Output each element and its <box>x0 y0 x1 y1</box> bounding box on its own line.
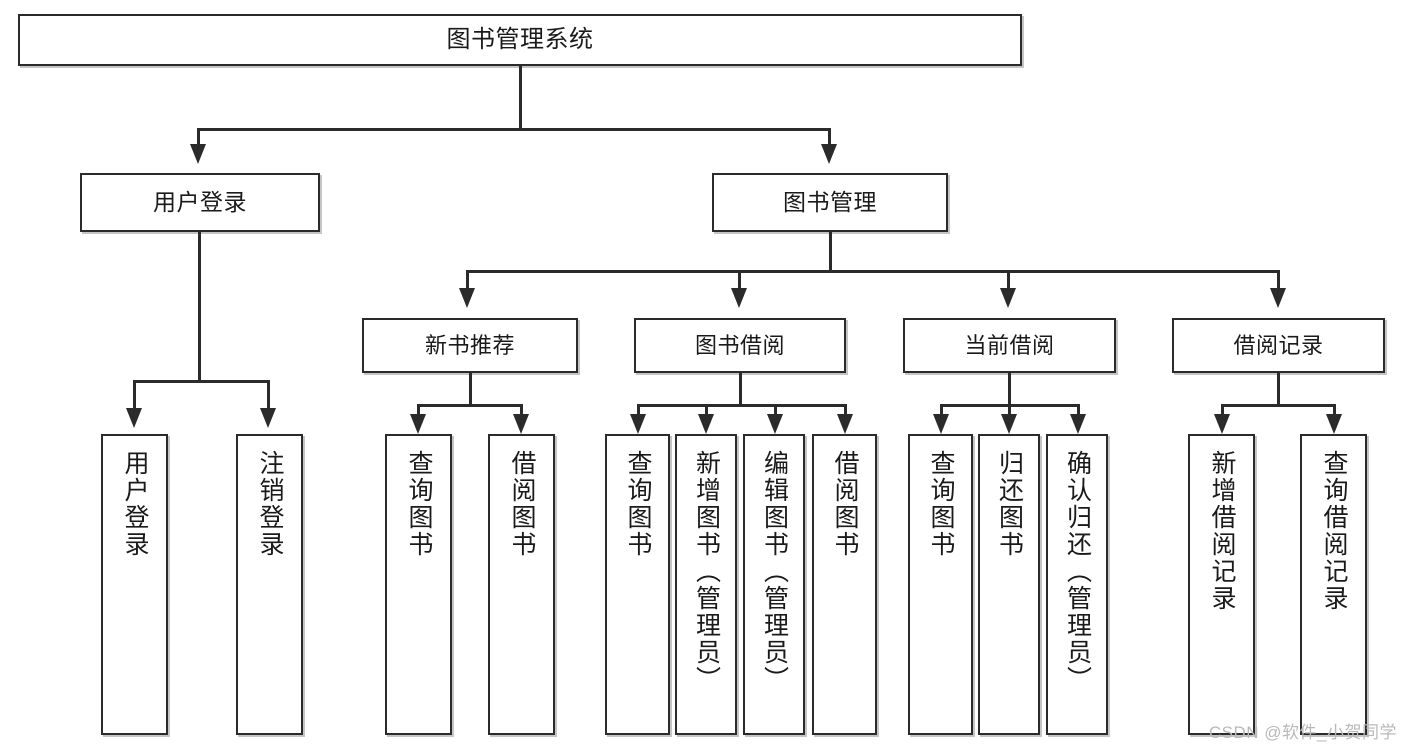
arrow-to-leaf-add-book <box>698 414 714 434</box>
arrow-to-leaf-query-book-3 <box>933 414 949 434</box>
node-label: 当前借阅 <box>964 332 1055 358</box>
leaf-borrow-book-recommend[interactable]: 借阅图书 <box>488 434 555 735</box>
node-new-book-recommend[interactable]: 新书推荐 <box>362 318 578 373</box>
connector-borrow-drop-4 <box>844 404 847 418</box>
node-book-borrow[interactable]: 图书借阅 <box>634 318 846 373</box>
connector-record-drop-1 <box>1221 404 1224 418</box>
connector-recommend-drop-1 <box>417 404 420 418</box>
node-label: 归还图书 <box>995 450 1024 558</box>
node-label: 新增借阅记录 <box>1208 450 1236 612</box>
arrow-to-current-borrow <box>1000 288 1016 308</box>
connector-record-drop-2 <box>1333 404 1336 418</box>
watermark-text: CSDN @软件_小贺同学 <box>1208 723 1397 742</box>
connector-recommend-stem <box>469 373 472 404</box>
connector-borrow-stem <box>739 373 742 404</box>
leaf-edit-book-admin[interactable]: 编辑图书（管理员） <box>743 434 805 735</box>
connector-recommend-drop-2 <box>520 404 523 418</box>
node-user-login[interactable]: 用户登录 <box>80 173 320 232</box>
leaf-query-book-borrow[interactable]: 查询图书 <box>605 434 670 735</box>
node-label: 查询图书 <box>405 450 433 558</box>
connector-recommend-bus <box>417 404 523 407</box>
node-label: 查询图书 <box>927 450 955 558</box>
arrow-to-book-borrow <box>731 288 747 308</box>
leaf-query-book-current[interactable]: 查询图书 <box>908 434 973 735</box>
arrow-to-leaf-borrow-book-1 <box>513 414 529 434</box>
connector-borrow-drop-2 <box>705 404 708 418</box>
node-book-management[interactable]: 图书管理 <box>712 173 948 232</box>
leaf-query-borrow-record[interactable]: 查询借阅记录 <box>1300 434 1367 735</box>
connector-book-mgmt-drop-3 <box>1007 270 1010 290</box>
node-label: 查询图书 <box>624 450 652 558</box>
node-label: 借阅图书 <box>831 450 859 558</box>
arrow-to-user-login <box>190 144 206 164</box>
node-label: 用户登录 <box>153 188 247 215</box>
arrow-to-leaf-query-book-1 <box>410 414 426 434</box>
connector-book-mgmt-drop-1 <box>466 270 469 290</box>
node-label: 借阅图书 <box>508 450 536 558</box>
arrow-to-leaf-return-book <box>1001 414 1017 434</box>
arrow-to-leaf-query-record <box>1326 414 1342 434</box>
node-label: 注销登录 <box>256 450 284 558</box>
leaf-return-book[interactable]: 归还图书 <box>978 434 1040 735</box>
node-label: 查询借阅记录 <box>1320 450 1348 612</box>
node-label: 图书借阅 <box>694 332 785 358</box>
connector-user-login-drop-2 <box>267 380 270 410</box>
connector-current-drop-2 <box>1008 404 1011 418</box>
leaf-add-book-admin[interactable]: 新增图书（管理员） <box>675 434 737 735</box>
node-borrow-record[interactable]: 借阅记录 <box>1172 318 1385 373</box>
connector-current-drop-1 <box>940 404 943 418</box>
connector-borrow-drop-1 <box>637 404 640 418</box>
connector-root-drop-left <box>197 128 200 146</box>
connector-user-login-stem <box>198 232 201 380</box>
arrow-to-leaf-edit-book <box>767 414 783 434</box>
connector-current-drop-3 <box>1077 404 1080 418</box>
connector-book-mgmt-drop-4 <box>1277 270 1280 290</box>
node-label: 新增图书（管理员） <box>692 450 721 693</box>
arrow-to-leaf-query-book-2 <box>630 414 646 434</box>
node-label: 确认归还（管理员） <box>1063 450 1092 693</box>
node-label: 编辑图书（管理员） <box>760 450 789 693</box>
arrow-to-new-book-recommend <box>459 288 475 308</box>
connector-root-stem <box>519 66 522 128</box>
node-label: 新书推荐 <box>424 332 515 358</box>
node-root-book-management-system[interactable]: 图书管理系统 <box>18 14 1022 66</box>
node-current-borrow[interactable]: 当前借阅 <box>903 318 1116 373</box>
connector-book-mgmt-bus <box>466 270 1280 273</box>
arrow-to-leaf-confirm-return <box>1070 414 1086 434</box>
connector-user-login-bus <box>133 380 270 383</box>
connector-record-bus <box>1221 404 1336 407</box>
leaf-borrow-book-borrow[interactable]: 借阅图书 <box>812 434 877 735</box>
arrow-to-leaf-add-record <box>1214 414 1230 434</box>
node-label: 用户登录 <box>121 450 149 558</box>
connector-user-login-drop-1 <box>133 380 136 410</box>
node-label: 借阅记录 <box>1233 332 1324 358</box>
arrow-to-borrow-record <box>1270 288 1286 308</box>
arrow-to-leaf-user-login <box>126 408 142 428</box>
connector-current-stem <box>1008 373 1011 404</box>
leaf-confirm-return-admin[interactable]: 确认归还（管理员） <box>1046 434 1108 735</box>
leaf-add-borrow-record[interactable]: 新增借阅记录 <box>1188 434 1255 735</box>
arrow-to-book-management <box>821 144 837 164</box>
arrow-to-leaf-logout <box>260 408 276 428</box>
connector-book-mgmt-stem <box>829 232 832 270</box>
connector-borrow-drop-3 <box>774 404 777 418</box>
connector-record-stem <box>1277 373 1280 404</box>
connector-root-drop-right <box>828 128 831 146</box>
node-label: 图书管理系统 <box>446 25 594 53</box>
node-label: 图书管理 <box>783 188 877 215</box>
connector-book-mgmt-drop-2 <box>738 270 741 290</box>
leaf-user-login[interactable]: 用户登录 <box>101 434 168 735</box>
leaf-query-book-recommend[interactable]: 查询图书 <box>385 434 452 735</box>
connector-root-bus <box>197 128 831 131</box>
leaf-logout[interactable]: 注销登录 <box>236 434 303 735</box>
connector-borrow-bus <box>637 404 847 407</box>
arrow-to-leaf-borrow-book-2 <box>837 414 853 434</box>
